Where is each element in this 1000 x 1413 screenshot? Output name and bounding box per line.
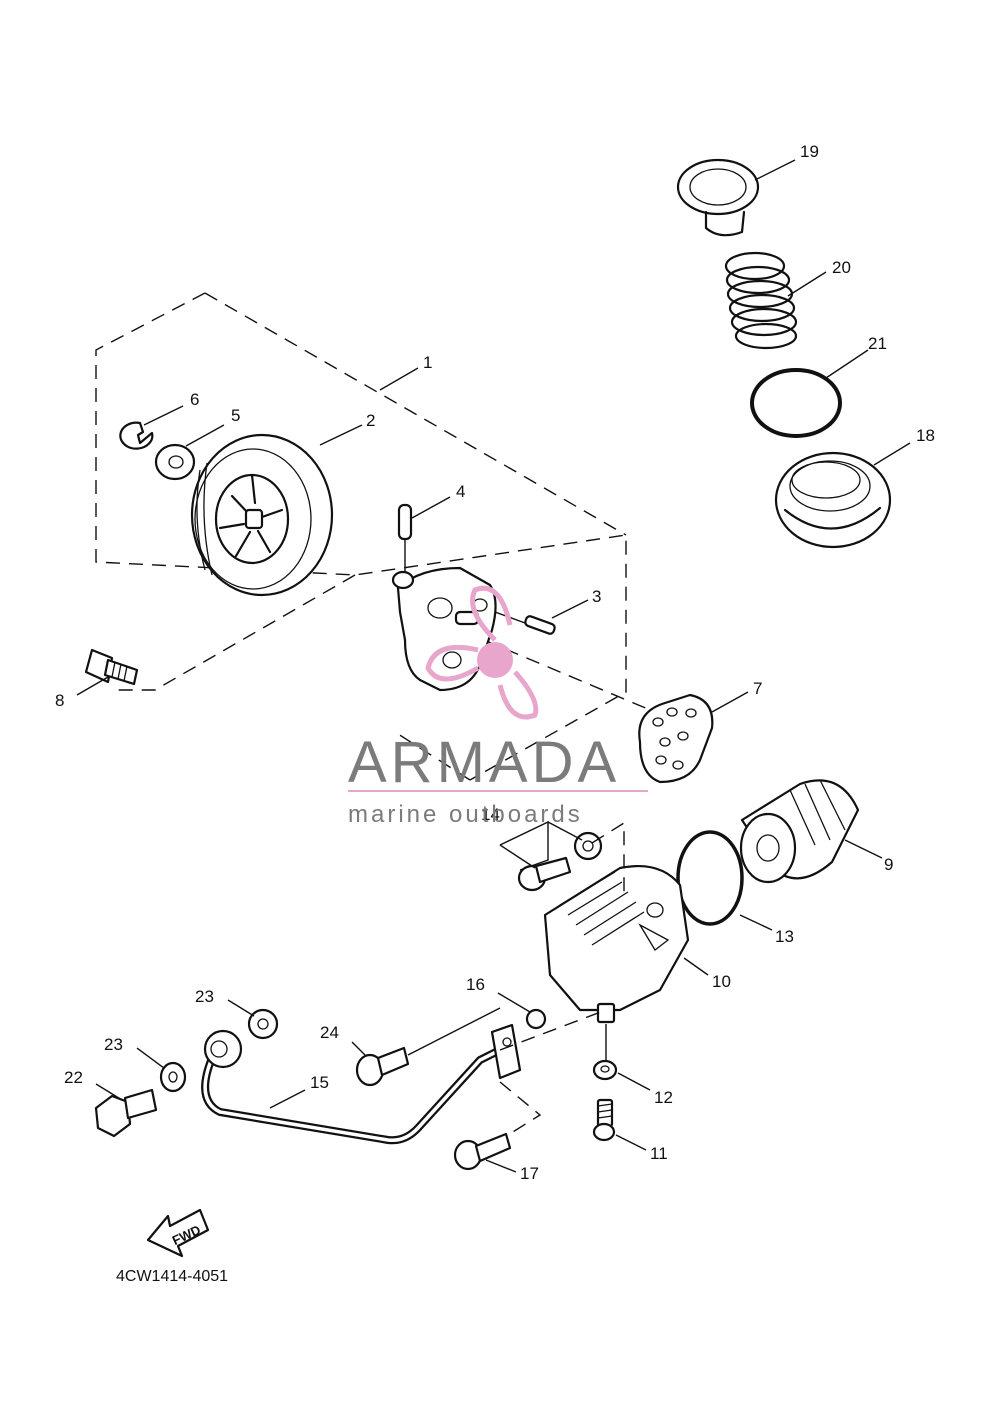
part-20-spring <box>724 251 798 350</box>
callout-5: 5 <box>231 406 240 425</box>
callout-14: 14 <box>481 805 500 824</box>
callout-21: 21 <box>868 334 887 353</box>
part-7-gasket <box>638 693 714 784</box>
callout-24: 24 <box>320 1023 339 1042</box>
watermark-tagline: marine outboards <box>348 801 583 828</box>
part-19-cap <box>676 158 760 237</box>
watermark-name: ARMADA <box>348 730 620 795</box>
callout-17: 17 <box>520 1164 539 1183</box>
callout-3: 3 <box>592 587 601 606</box>
part-18-plug <box>774 451 892 549</box>
callout-12: 12 <box>654 1088 673 1107</box>
part-5-washer <box>154 443 196 481</box>
part-17-bolt <box>453 1132 512 1171</box>
callout-11: 11 <box>650 1144 668 1163</box>
fwd-arrow-icon: FWD <box>146 1208 210 1258</box>
part-code: 4CW1414-4051 <box>116 1268 228 1285</box>
part-10-filter-housing <box>543 864 690 1024</box>
part-16-o-ring <box>525 1008 547 1030</box>
callout-7: 7 <box>753 679 762 698</box>
callout-23-upper: 23 <box>195 987 214 1006</box>
armada-watermark: ARMADA marine outboards <box>348 585 648 828</box>
part-24-bolt <box>355 1007 501 1087</box>
callout-22: 22 <box>64 1068 83 1087</box>
callout-6: 6 <box>190 390 199 409</box>
callout-2: 2 <box>366 411 375 430</box>
part-4-pin <box>397 503 413 572</box>
part-22-union-bolt <box>94 1088 158 1138</box>
part-23-washer-lower <box>159 1061 187 1093</box>
callout-numbers: 1 2 3 4 5 6 7 8 9 10 11 12 13 14 15 16 1… <box>55 142 935 1183</box>
part-9-oil-filter <box>739 779 860 884</box>
propeller-logo-icon <box>425 585 539 720</box>
part-13-o-ring <box>676 830 744 926</box>
part-6-circlip <box>119 421 154 450</box>
callout-13: 13 <box>775 927 794 946</box>
callout-20: 20 <box>832 258 851 277</box>
part-2-gear <box>190 433 334 597</box>
part-12-washer <box>592 1024 618 1081</box>
part-15-oil-pipe <box>201 1023 522 1145</box>
callout-1: 1 <box>423 353 432 372</box>
callout-8: 8 <box>55 691 64 710</box>
oil-pump-assembly-outline <box>95 292 656 781</box>
callout-15: 15 <box>310 1073 329 1092</box>
callout-4: 4 <box>456 482 465 501</box>
part-23-washer-upper <box>247 1008 279 1040</box>
callout-18: 18 <box>916 426 935 445</box>
callout-10: 10 <box>712 972 731 991</box>
callout-9: 9 <box>884 855 893 874</box>
part-3-pin <box>494 611 556 635</box>
part-14-bolt <box>517 831 603 892</box>
part-21-o-ring <box>750 368 842 438</box>
lower-alignment-lines <box>499 821 625 1136</box>
callout-16: 16 <box>466 975 485 994</box>
callout-23-lower: 23 <box>104 1035 123 1054</box>
part-8-screw <box>84 648 139 686</box>
leader-lines <box>76 159 911 1173</box>
part-11-bolt <box>592 1098 616 1142</box>
callout-19: 19 <box>800 142 819 161</box>
